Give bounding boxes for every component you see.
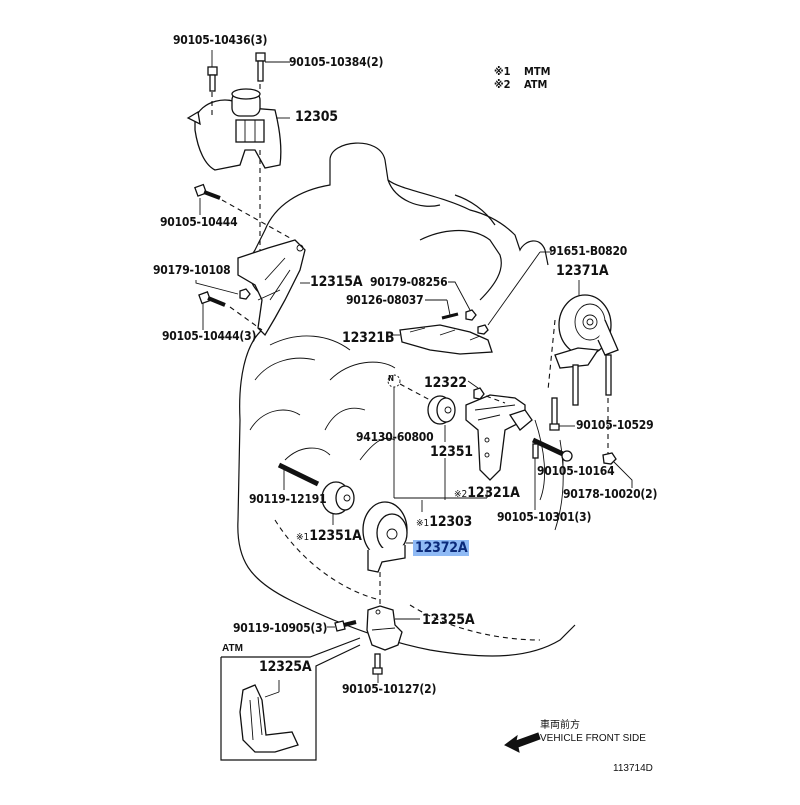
part-label[interactable]: 90105-10529 bbox=[576, 418, 654, 432]
mount-12372A bbox=[362, 500, 423, 605]
nut-90178-10020 bbox=[602, 452, 633, 488]
part-label[interactable]: 90105-10444(3) bbox=[162, 329, 257, 343]
part-label[interactable]: 90119-10905(3) bbox=[233, 621, 328, 635]
mount-12371A bbox=[547, 280, 619, 455]
direction-label-jp: 車両前方 bbox=[540, 720, 580, 731]
bolt-90119-10905 bbox=[327, 620, 357, 632]
part-label[interactable]: 90179-08256 bbox=[370, 275, 448, 289]
legend-mark-1: ※1 bbox=[494, 65, 511, 78]
engine-outline bbox=[237, 142, 576, 657]
atm-mark: ※2 bbox=[454, 489, 468, 500]
part-label[interactable]: 90126-08037 bbox=[346, 293, 424, 307]
part-label[interactable]: 90178-10020(2) bbox=[563, 487, 658, 501]
mount-12305 bbox=[186, 88, 282, 171]
legend-mark-2: ※2 bbox=[494, 78, 511, 91]
bracket-12321A bbox=[465, 394, 533, 481]
mtm-mark: ※1 bbox=[296, 532, 310, 543]
nut-90179-10108 bbox=[195, 280, 251, 300]
bolt-90105-10444 bbox=[194, 183, 291, 239]
part-number: 12351A bbox=[309, 528, 362, 544]
part-label[interactable]: 90105-10384(2) bbox=[289, 55, 384, 69]
atm-inset-label: ATM bbox=[222, 643, 243, 654]
stud-90126-08037 bbox=[425, 299, 459, 320]
callout-N bbox=[387, 374, 488, 499]
part-label[interactable]: 91651-B0820 bbox=[549, 244, 628, 258]
bolt-90105-10436 bbox=[207, 50, 218, 118]
part-label[interactable]: 90119-12191 bbox=[249, 492, 327, 506]
part-label[interactable]: 90105-10164 bbox=[537, 464, 615, 478]
part-label[interactable]: 12321B bbox=[342, 330, 395, 346]
part-number: 12321A bbox=[467, 485, 520, 501]
bolt-90119-12191 bbox=[277, 462, 320, 490]
bolt-90105-10164 bbox=[531, 437, 573, 467]
nut-90179-08256 bbox=[448, 281, 477, 321]
legend-mtm: ※1 MTM bbox=[494, 66, 550, 77]
part-label[interactable]: 90105-10444 bbox=[160, 215, 238, 229]
bracket-12315A bbox=[237, 239, 310, 337]
part-label[interactable]: 90105-10127(2) bbox=[342, 682, 437, 696]
vehicle-front-arrow bbox=[504, 732, 541, 753]
bolt-91651-B0820 bbox=[477, 251, 552, 335]
part-number: 12303 bbox=[429, 514, 473, 530]
legend-value-2: ATM bbox=[523, 78, 548, 91]
part-label[interactable]: 12371A bbox=[556, 263, 609, 279]
part-label[interactable]: 90105-10301(3) bbox=[497, 510, 592, 524]
part-label[interactable]: 12351 bbox=[430, 444, 473, 460]
part-label-highlighted[interactable]: 12372A bbox=[413, 540, 470, 556]
legend-atm: ※2 ATM bbox=[494, 79, 547, 90]
bolt-90105-10127 bbox=[372, 653, 383, 683]
part-label-12321A[interactable]: ※212321A bbox=[454, 484, 520, 500]
part-label[interactable]: 12315A bbox=[310, 274, 363, 290]
bracket-12325A bbox=[366, 605, 420, 651]
part-label-12303[interactable]: ※112303 bbox=[416, 513, 472, 529]
mtm-mark: ※1 bbox=[416, 518, 430, 529]
atm-inset bbox=[220, 637, 361, 761]
part-label[interactable]: 12305 bbox=[295, 109, 338, 125]
nut-12322 bbox=[467, 380, 506, 404]
part-label[interactable]: 94130-60800 bbox=[356, 430, 434, 444]
n-marker: N bbox=[388, 374, 395, 383]
bolt-90105-10444-3 bbox=[198, 291, 263, 331]
part-label[interactable]: 12325A bbox=[422, 612, 475, 628]
grommet-12351 bbox=[427, 395, 456, 500]
bolt-90105-10384 bbox=[255, 52, 290, 92]
legend-value-1: MTM bbox=[523, 65, 551, 78]
part-label-12351A[interactable]: ※112351A bbox=[296, 527, 362, 543]
bolt-90105-10529 bbox=[549, 397, 575, 431]
part-label[interactable]: 12325A bbox=[259, 659, 312, 675]
direction-label-en: VEHICLE FRONT SIDE bbox=[540, 733, 646, 744]
bolt-90105-10301 bbox=[532, 443, 539, 510]
part-label[interactable]: 90179-10108 bbox=[153, 263, 231, 277]
grommet-12351A bbox=[321, 481, 355, 525]
part-label[interactable]: 12322 bbox=[424, 375, 467, 391]
bracket-12321B bbox=[392, 324, 493, 355]
figure-id: 113714D bbox=[613, 763, 653, 774]
part-label[interactable]: 90105-10436(3) bbox=[173, 33, 268, 47]
